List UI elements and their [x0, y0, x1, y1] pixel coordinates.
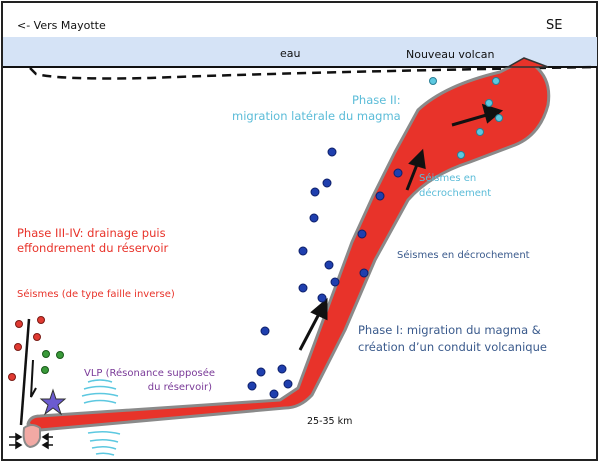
- new-volcano-cone: [505, 57, 549, 68]
- direction-right-label: SE: [546, 18, 562, 33]
- fault-slip-arrow-icon: [30, 359, 37, 398]
- phase34-subtitle: effondrement du réservoir: [17, 241, 169, 255]
- deep-quakes: [247, 147, 403, 399]
- magma-flow-arrows: [298, 103, 504, 351]
- phase34-title: Phase III-IV: drainage puis: [17, 226, 166, 240]
- phase1-title: Phase I: migration du magma &: [358, 323, 541, 337]
- arrow-icon: [298, 311, 322, 351]
- water-label: eau: [280, 47, 300, 60]
- fault-line: [19, 318, 31, 426]
- reverse-fault-quakes: [8, 316, 45, 381]
- arrow-icon: [451, 112, 491, 127]
- arrow-head-icon: [408, 148, 426, 170]
- new-volcano-label: Nouveau volcan: [406, 48, 495, 61]
- arrow-head-icon: [481, 103, 504, 124]
- green-quakes: [41, 350, 64, 374]
- depth-label: 25-35 km: [307, 416, 352, 427]
- phase2-title: Phase II:: [352, 93, 401, 107]
- reservoir-tail: [22, 424, 41, 449]
- strike-slip-upper-label-2: décrochement: [419, 187, 491, 199]
- reverse-fault-quakes-label: Séismes (de type faille inverse): [17, 288, 175, 300]
- water-layer: [3, 37, 597, 67]
- vlp-label-1: VLP (Résonance supposée: [84, 367, 215, 379]
- strike-slip-upper-label-1: Séismes en: [419, 172, 476, 184]
- direction-left-label: <- Vers Mayotte: [17, 19, 106, 32]
- compression-arrows-icon: [9, 432, 53, 450]
- phase2-subtitle: migration latérale du magma: [232, 109, 401, 123]
- phase1-subtitle: création d’un conduit volcanique: [358, 340, 547, 354]
- shallow-quakes: [429, 77, 503, 159]
- arrow-icon: [405, 161, 420, 191]
- strike-slip-lower-label: Séismes en décrochement: [397, 249, 530, 261]
- deformation-dashed-line: [29, 65, 598, 80]
- star-icon: [39, 388, 67, 416]
- arrow-head-icon: [310, 297, 328, 321]
- vlp-label-2: du réservoir): [148, 381, 212, 393]
- vlp-waves-icon: [81, 379, 121, 456]
